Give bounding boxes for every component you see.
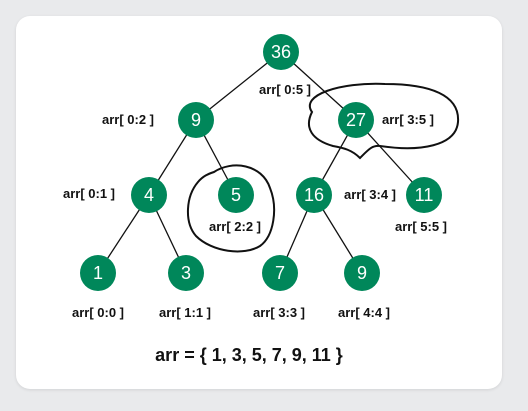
range-label: arr[ 3:4 ]: [344, 187, 396, 202]
range-label: arr[ 3:5 ]: [382, 112, 434, 127]
tree-node: 16: [296, 177, 332, 213]
node-circle: [218, 177, 254, 213]
range-label: arr[ 1:1 ]: [159, 305, 211, 320]
node-circle: [262, 255, 298, 291]
tree-node: 9: [344, 255, 380, 291]
array-caption: arr = { 1, 3, 5, 7, 9, 11 }: [155, 345, 343, 365]
range-labels: arr[ 0:5 ] arr[ 0:2 ] arr[ 3:5 ] arr[ 0:1 ]…: [63, 82, 447, 320]
range-label: arr[ 0:0 ]: [72, 305, 124, 320]
node-circle: [296, 177, 332, 213]
node-value: 7: [275, 263, 285, 283]
node-circle: [168, 255, 204, 291]
node-value: 36: [271, 42, 291, 62]
node-circle: [178, 102, 214, 138]
range-label: arr[ 2:2 ]: [209, 219, 261, 234]
node-value: 27: [346, 110, 366, 130]
node-circle: [263, 34, 299, 70]
range-label: arr[ 5:5 ]: [395, 219, 447, 234]
range-label: arr[ 3:3 ]: [253, 305, 305, 320]
node-value: 9: [357, 263, 367, 283]
range-label: arr[ 4:4 ]: [338, 305, 390, 320]
tree-node: 11: [406, 177, 442, 213]
node-value: 3: [181, 263, 191, 283]
node-value: 9: [191, 110, 201, 130]
node-circle: [406, 177, 442, 213]
highlight-loop-27: [307, 82, 460, 160]
node-circle: [80, 255, 116, 291]
range-label: arr[ 0:1 ]: [63, 186, 115, 201]
tree-node: 4: [131, 177, 167, 213]
tree-node: 5: [218, 177, 254, 213]
node-value: 1: [93, 263, 103, 283]
node-circle: [344, 255, 380, 291]
tree-edge: [195, 51, 282, 121]
node-circle: [131, 177, 167, 213]
node-value: 4: [144, 185, 154, 205]
highlight-loop-5: [187, 164, 276, 253]
tree-node: 7: [262, 255, 298, 291]
node-circle: [338, 102, 374, 138]
range-label: arr[ 0:2 ]: [102, 112, 154, 127]
node-value: 11: [415, 185, 434, 205]
tree-node: 1: [80, 255, 116, 291]
highlight-loops: [187, 82, 460, 253]
tree-node: 9: [178, 102, 214, 138]
node-value: 5: [231, 185, 241, 205]
tree-node: 27: [338, 102, 374, 138]
tree-node: 36: [263, 34, 299, 70]
tree-node: 3: [168, 255, 204, 291]
range-label: arr[ 0:5 ]: [259, 82, 311, 97]
node-value: 16: [304, 185, 324, 205]
